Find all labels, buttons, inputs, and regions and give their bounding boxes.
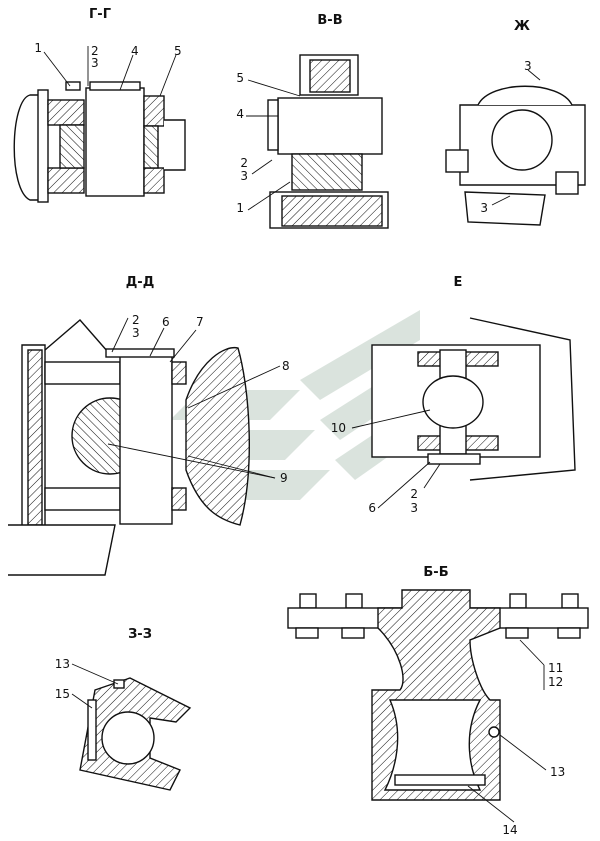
callout-4: 4 (236, 107, 244, 121)
callout-14: 14 (502, 823, 517, 837)
plate-14 (394, 774, 486, 786)
washer-6 (105, 348, 175, 358)
washer-6 (427, 453, 481, 465)
top-block-section (309, 59, 351, 93)
callout-3-bottom: 3 (480, 201, 488, 215)
callout-6: 6 (162, 315, 170, 329)
callout-13: 13 (55, 657, 70, 671)
lower-plate (464, 191, 546, 226)
callout-5: 5 (174, 44, 182, 58)
clamp-upper (143, 95, 165, 127)
bore (101, 711, 155, 765)
nut-1 (295, 627, 319, 639)
base-section (281, 195, 383, 227)
callout-7: 7 (196, 315, 204, 329)
callout-10: 10 (331, 421, 346, 435)
pin-7 (119, 355, 173, 525)
bolt-2 (345, 593, 363, 609)
callout-11: 11 (548, 661, 563, 675)
callout-1: 1 (236, 201, 244, 215)
callout-12: 12 (548, 675, 563, 689)
callout-2: 2 (410, 487, 418, 501)
callout-15: 15 (55, 687, 70, 701)
base-left (8, 524, 116, 576)
view-e: Е 10 6 2 3 (331, 275, 576, 515)
ball-10 (422, 375, 484, 429)
nut-4 (557, 627, 581, 639)
bushing-left (59, 124, 85, 169)
callout-2: 2 (240, 156, 248, 170)
view-vv: В-В 5 4 2 3 1 (236, 13, 389, 229)
pin-4 (277, 97, 383, 155)
bolt-right (555, 171, 579, 195)
callout-6: 6 (368, 501, 376, 515)
view-title: Г-Г (89, 7, 111, 22)
flange-plate (37, 89, 49, 203)
arm-lower (44, 487, 121, 511)
callout-2: 2 (91, 44, 99, 58)
bushing-right (143, 125, 159, 169)
bolt-4 (561, 593, 579, 609)
callout-8: 8 (282, 359, 290, 373)
clamp-lower (143, 167, 165, 194)
arm-upper (44, 361, 121, 385)
nipple-13 (488, 726, 500, 738)
bolt-1 (299, 593, 317, 609)
bolt-3 (509, 593, 527, 609)
housing-lower (47, 167, 85, 194)
bolt-head (65, 81, 81, 91)
plate-15 (87, 699, 97, 761)
callout-3: 3 (410, 501, 418, 515)
frame-left-section (27, 349, 43, 526)
callout-3-top: 3 (524, 59, 532, 73)
callout-9: 9 (280, 471, 288, 485)
nut-3 (505, 627, 529, 639)
shaft-end (164, 119, 186, 171)
callout-2: 2 (132, 313, 140, 327)
callout-4: 4 (131, 44, 139, 58)
view-title: В-В (317, 13, 342, 28)
callout-5: 5 (236, 71, 244, 85)
pin-head (267, 99, 279, 151)
callout-3: 3 (91, 56, 99, 70)
pin-head (89, 81, 141, 91)
view-title: Д-Д (126, 275, 155, 290)
view-dd: Д-Д 2 3 6 7 8 9 (8, 275, 290, 576)
view-gg: Г-Г 1 2 3 4 5 (13, 7, 186, 203)
hub-section (291, 153, 363, 191)
view-title: Б-Б (423, 565, 448, 580)
clamp-upper (171, 361, 187, 385)
bore (491, 109, 553, 171)
view-zh: Ж 3 3 (445, 19, 586, 226)
upper-bracket (44, 319, 109, 353)
bolt-left (445, 149, 469, 173)
pin-4 (85, 87, 145, 197)
view-title: Ж (514, 19, 530, 34)
clamp-top (477, 85, 573, 106)
view-zz: З-З 13 15 (55, 627, 192, 791)
view-bb: Б-Б 11 12 13 14 (287, 565, 589, 837)
callout-13: 13 (550, 765, 565, 779)
housing-upper (47, 99, 85, 126)
callout-3: 3 (240, 169, 248, 183)
view-title: З-З (128, 627, 152, 642)
lever-8 (185, 346, 250, 526)
nut-2 (341, 627, 365, 639)
end-cover (13, 94, 41, 201)
clamp-lower (171, 487, 187, 511)
view-title: Е (454, 275, 463, 290)
socket-cavity (383, 699, 482, 791)
callout-1: 1 (34, 41, 42, 55)
callout-3: 3 (132, 326, 140, 340)
nipple-13 (113, 679, 125, 689)
